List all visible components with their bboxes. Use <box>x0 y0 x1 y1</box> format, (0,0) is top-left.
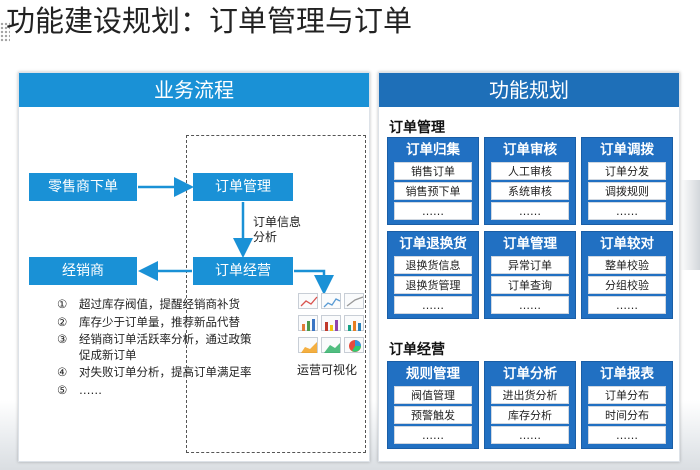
bar-chart-thumb-icon <box>321 315 341 331</box>
card-order-management: 订单管理 异常订单 订单查询 …… <box>484 231 576 319</box>
order-operation-box: 订单经营 <box>193 257 293 285</box>
bar-chart-thumb-icon <box>298 315 318 331</box>
visualization-thumbnails <box>294 291 368 357</box>
card-rule-management: 规则管理 阀值管理 预警触发 …… <box>387 361 479 449</box>
order-management-box: 订单管理 <box>193 173 293 201</box>
card-order-analysis: 订单分析 进出货分析 库存分析 …… <box>484 361 576 449</box>
order-info-analysis-label: 订单信息分析 <box>253 215 302 244</box>
pie-chart-thumb-icon <box>344 337 364 353</box>
distributor-box: 经销商 <box>29 257 137 285</box>
area-chart-thumb-icon <box>298 337 318 353</box>
dot-pattern <box>0 22 10 42</box>
area-chart-thumb-icon <box>321 337 341 353</box>
section-title-order-management: 订单管理 <box>389 120 445 136</box>
chart-thumb-icon <box>298 293 318 309</box>
retailer-order-box: 零售商下单 <box>29 173 137 201</box>
background-decoration <box>680 180 700 270</box>
business-process-header: 业务流程 <box>19 73 369 107</box>
card-order-verification: 订单较对 整单校验 分组校验 …… <box>581 231 673 319</box>
card-order-returns: 订单退换货 退换货信息 退换货管理 …… <box>387 231 479 319</box>
card-order-report: 订单报表 订单分布 时间分布 …… <box>581 361 673 449</box>
operation-visualization-label: 运营可视化 <box>297 363 358 377</box>
card-order-allocation: 订单调拨 订单分发 调拨规则 …… <box>581 137 673 225</box>
list-item: ⑤…… <box>57 382 102 397</box>
section-title-order-operation: 订单经营 <box>389 342 445 358</box>
card-order-review: 订单审核 人工审核 系统审核 …… <box>484 137 576 225</box>
card-order-collection: 订单归集 销售订单 销售预下单 …… <box>387 137 479 225</box>
function-planning-header: 功能规划 <box>379 73 679 107</box>
slide-title: 功能建设规划：订单管理与订单 <box>6 4 413 38</box>
function-planning-panel: 功能规划 订单管理 订单经营 订单归集 销售订单 销售预下单 …… 订单审核 人… <box>378 72 680 462</box>
bar-chart-thumb-icon <box>344 315 364 331</box>
chart-thumb-icon <box>344 293 364 309</box>
system-boundary-frame <box>186 135 366 453</box>
chart-thumb-icon <box>321 293 341 309</box>
business-process-panel: 业务流程 零售商下单 订单管理 订单信息分析 订单经营 经销商 <box>18 72 370 462</box>
